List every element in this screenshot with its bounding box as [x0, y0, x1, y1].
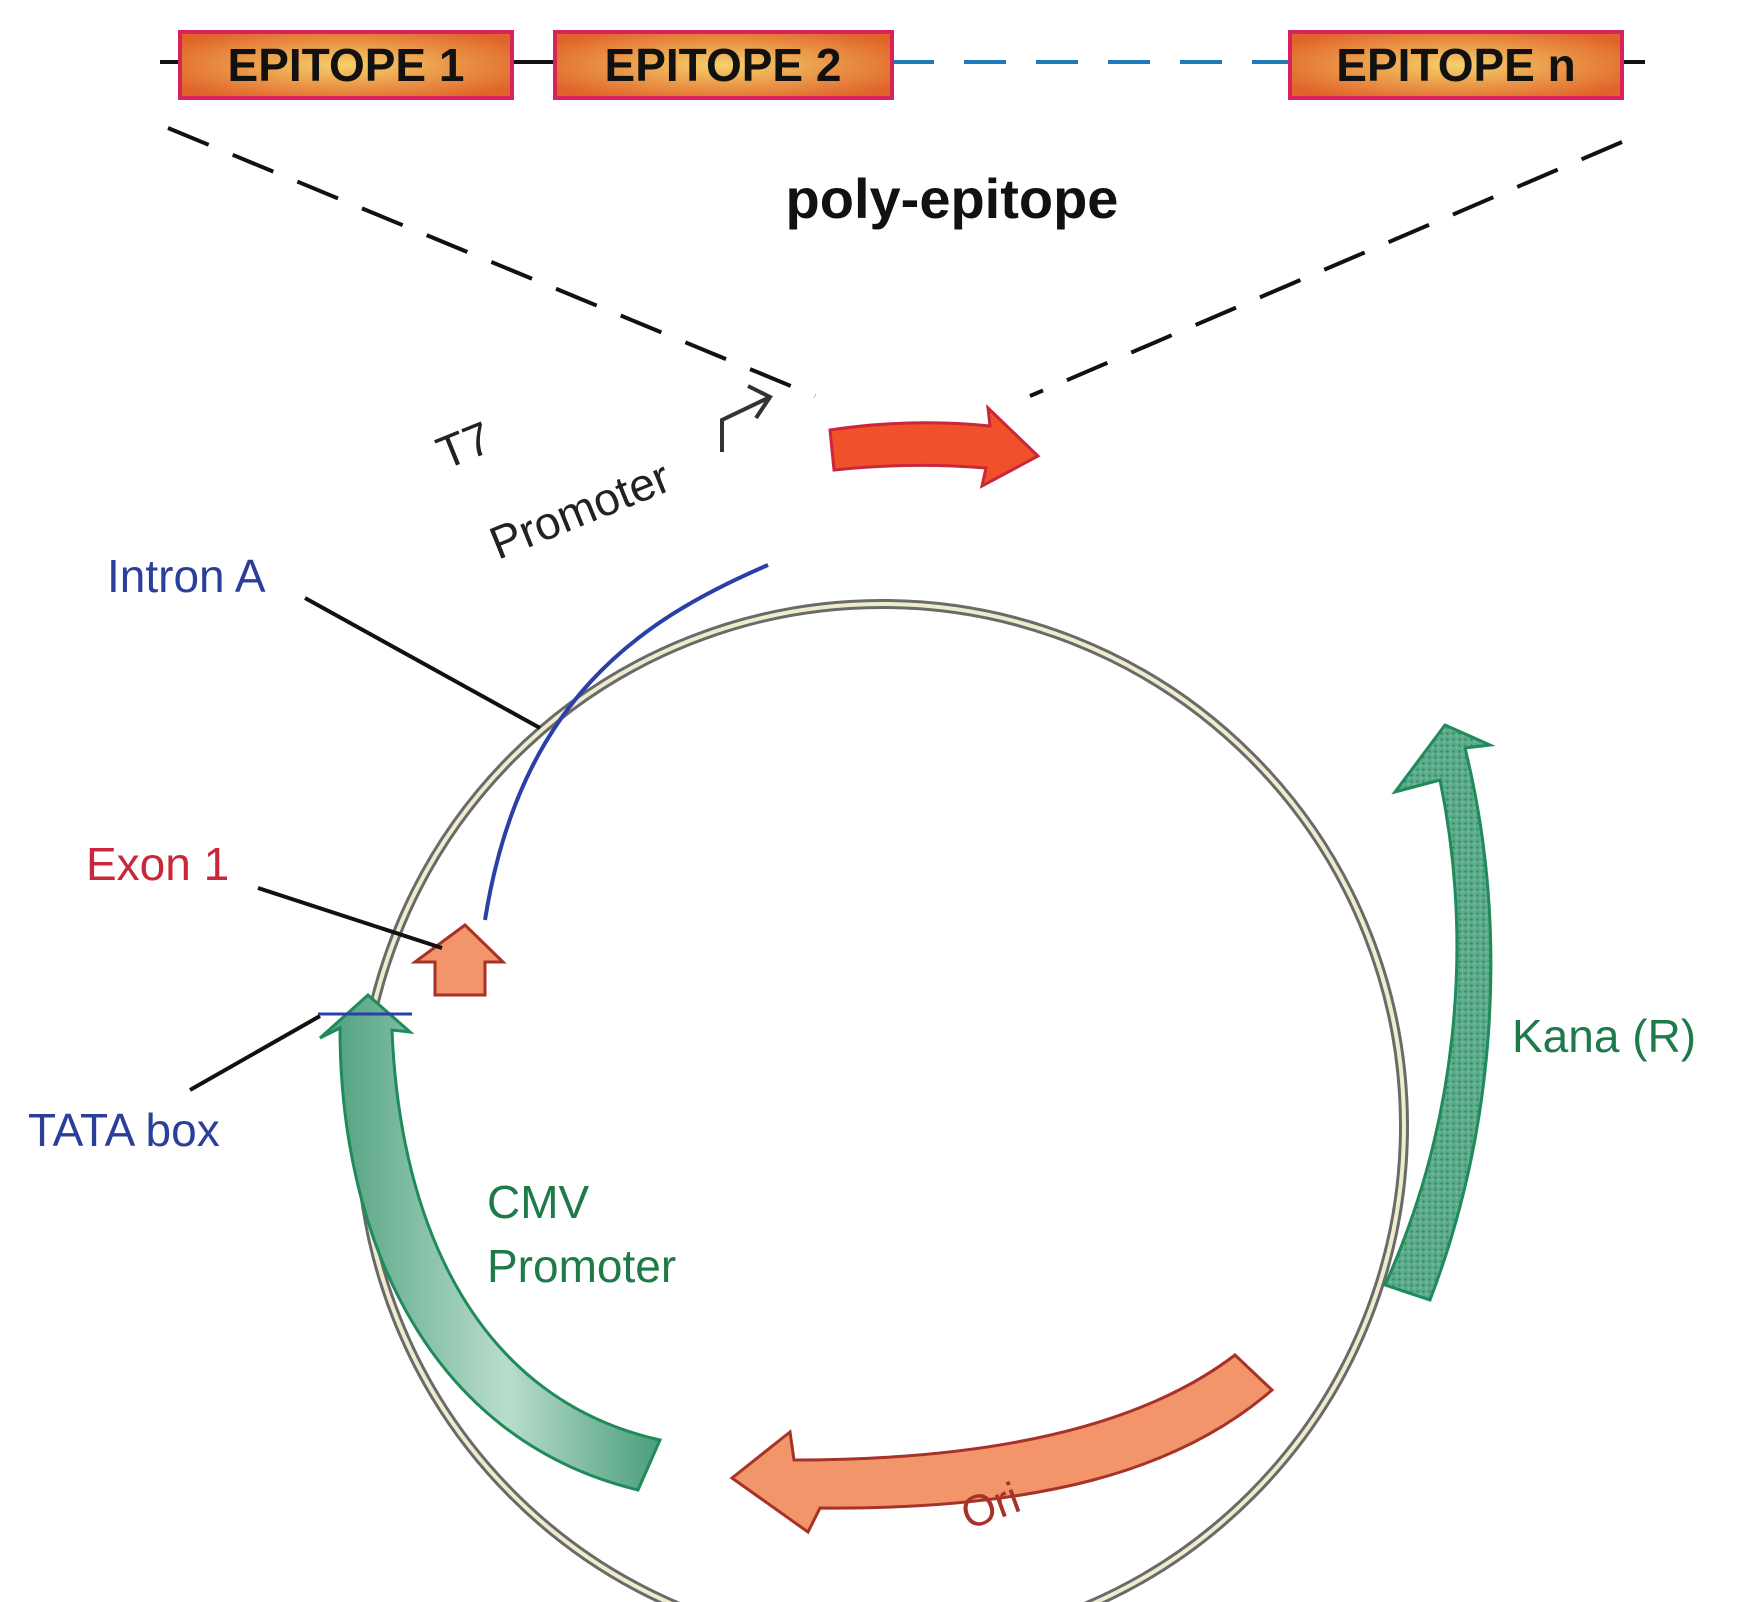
- kana-resistance-arrow: [1382, 723, 1496, 1302]
- kana-label: Kana (R): [1512, 1010, 1696, 1062]
- t7-label-line1: T7: [429, 411, 498, 479]
- t7-promoter-arrowhead-icon: [747, 384, 773, 420]
- intron-a-label: Intron A: [107, 550, 266, 602]
- t7-promoter-arrow-icon: [720, 396, 769, 452]
- zoom-line-right: [1029, 140, 1623, 398]
- cmv-promoter-arrow: [318, 992, 663, 1492]
- epitope-1-label: EPITOPE 1: [228, 39, 465, 91]
- cmv-label-line1: CMV: [487, 1176, 590, 1228]
- exon-1-label: Exon 1: [86, 838, 229, 890]
- exon-arrow-icon: [410, 923, 507, 997]
- poly-epitope-title: poly-epitope: [786, 167, 1119, 230]
- zoom-line-left: [167, 126, 816, 398]
- tata-box-leader: [189, 1014, 321, 1092]
- intron-a-leader: [304, 596, 541, 730]
- exon-1-leader: [257, 886, 443, 950]
- epitope-1-box: [178, 30, 514, 100]
- epitope-2-box: [553, 30, 894, 100]
- ori-arrow: [729, 1353, 1275, 1535]
- epitope-n-box: [1288, 30, 1624, 100]
- poly-epitope-construct: EPITOPE 1 EPITOPE 2 EPITOPE n: [160, 30, 1645, 100]
- intron-a-line: [483, 563, 769, 921]
- epitope-2-label: EPITOPE 2: [605, 39, 842, 91]
- epitope-n-label: EPITOPE n: [1336, 39, 1575, 91]
- plasmid-ring-inner: [358, 602, 1406, 1602]
- insert-arrow: [828, 404, 1041, 489]
- cmv-label-line2: Promoter: [487, 1240, 676, 1292]
- t7-label-line2: Promoter: [482, 450, 677, 569]
- tata-box-label: TATA box: [28, 1104, 220, 1156]
